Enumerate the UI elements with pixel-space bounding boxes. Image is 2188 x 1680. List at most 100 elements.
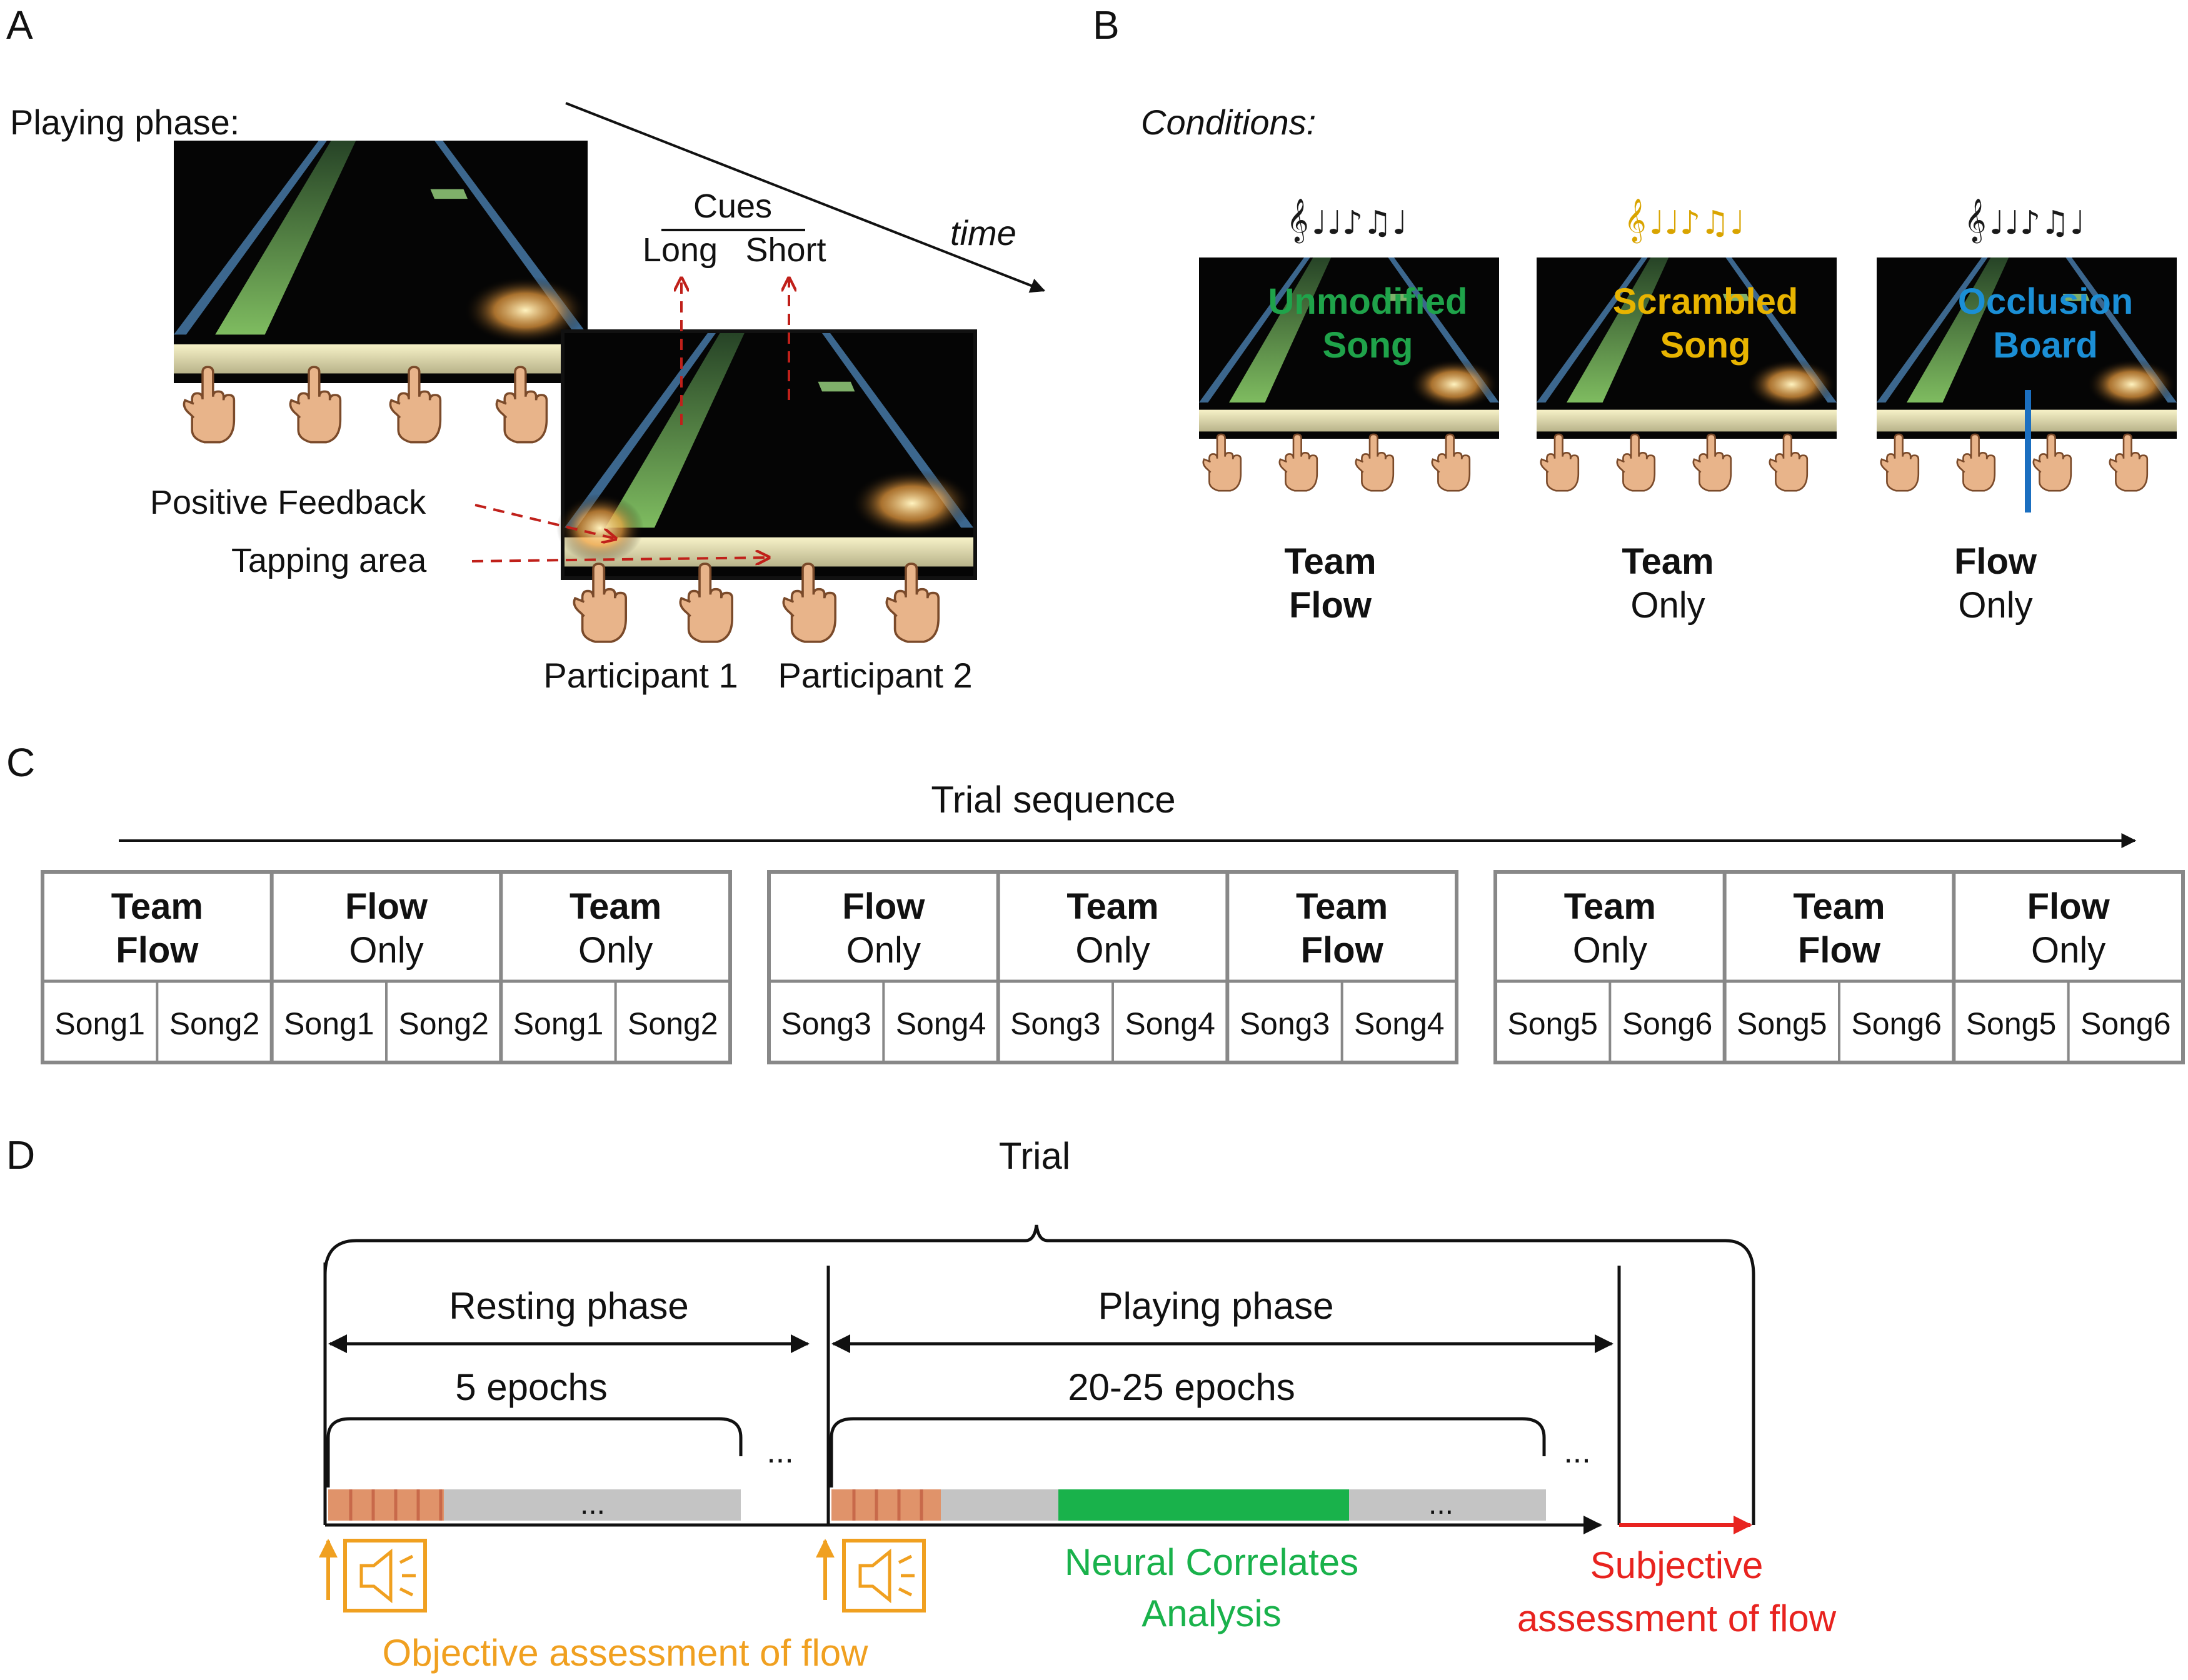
song-cell: Song2 — [398, 1006, 489, 1041]
song-cell: Song4 — [1354, 1006, 1445, 1041]
trial-brace — [323, 1224, 1755, 1525]
positive-feedback-label: Positive Feedback — [150, 484, 426, 521]
sequence-condition-line1: Team — [1296, 886, 1388, 927]
rest-ellipsis: ... — [766, 1434, 793, 1470]
condition-name-line1: Team — [1284, 541, 1376, 582]
panel-label-d: D — [6, 1132, 35, 1178]
song-cell: Song1 — [54, 1006, 145, 1041]
participant-1-label: Participant 1 — [543, 656, 738, 695]
game-screen-1 — [174, 141, 588, 444]
neural-correlates-window — [1058, 1489, 1349, 1521]
rest-trigger — [319, 1539, 427, 1612]
condition-overlay-line1: Occlusion — [1958, 281, 2133, 322]
song-cell: Song4 — [896, 1006, 986, 1041]
song-cell: Song3 — [781, 1006, 871, 1041]
tapping-area-arrow — [471, 558, 769, 561]
song-cell: Song1 — [513, 1006, 604, 1041]
sequence-condition-line2: Flow — [1301, 930, 1384, 971]
panel-label-b: B — [1093, 2, 1120, 48]
neural-correlates-label: Neural Correlates — [1065, 1541, 1358, 1583]
rest-bar-ellipsis: ... — [580, 1488, 605, 1521]
sequence-condition-line2: Only — [1075, 930, 1150, 971]
participant-2-label: Participant 2 — [778, 656, 972, 695]
playing-phase-label-d: Playing phase — [1098, 1285, 1334, 1327]
play-epochs-label: 20-25 epochs — [1068, 1366, 1295, 1408]
condition-overlay-line2: Song — [1660, 325, 1751, 366]
song-cell: Song6 — [2080, 1006, 2171, 1041]
song-cell: Song6 — [1851, 1006, 1942, 1041]
song-cell: Song5 — [1507, 1006, 1598, 1041]
condition-overlay-line1: Scrambled — [1613, 281, 1799, 322]
time-arrow — [565, 102, 1046, 293]
sequence-condition-line1: Flow — [345, 886, 428, 927]
resting-phase-label: Resting phase — [449, 1285, 689, 1327]
sequence-condition-line2: Flow — [116, 930, 199, 971]
subjective-assessment-label: assessment of flow — [1517, 1598, 1837, 1639]
condition-name-line1: Flow — [1954, 541, 2037, 582]
sequence-condition-line2: Only — [578, 930, 653, 971]
cues-label: Cues — [693, 188, 772, 225]
condition-overlay-line2: Song — [1323, 325, 1413, 366]
play-ellipsis: ... — [1563, 1434, 1590, 1470]
rest-epochs-label: 5 epochs — [455, 1366, 608, 1408]
song-cell: Song2 — [169, 1006, 260, 1041]
condition-name-line1: Team — [1622, 541, 1714, 582]
tapping-area-label: Tapping area — [231, 542, 427, 579]
rest-epoch-bar: ... — [328, 1488, 741, 1521]
panel-label-c: C — [6, 740, 35, 785]
play-bar-ellipsis: ... — [1428, 1488, 1453, 1521]
condition-overlay-line1: Unmodified — [1268, 281, 1468, 322]
condition-name-line2: Only — [1630, 585, 1705, 626]
condition-name-line2: Flow — [1289, 585, 1372, 626]
conditions-label: Conditions: — [1141, 102, 1316, 142]
condition-overlay-line2: Board — [1993, 325, 2098, 366]
song-cell: Song3 — [1010, 1006, 1101, 1041]
song-cell: Song4 — [1125, 1006, 1215, 1041]
cue-short-label: Short — [745, 231, 826, 269]
sequence-condition-line2: Only — [846, 930, 921, 971]
trial-label: Trial — [999, 1135, 1070, 1177]
objective-assessment-label: Objective assessment of flow — [383, 1632, 869, 1674]
neural-analysis-label: Analysis — [1142, 1592, 1281, 1634]
music-notes-icon — [1287, 198, 1408, 243]
positive-feedback-arrow — [474, 504, 616, 539]
sequence-condition-line2: Only — [2031, 930, 2105, 971]
music-notes-icon — [1624, 198, 1745, 243]
sequence-condition-line1: Team — [570, 886, 661, 927]
panel-label-a: A — [6, 2, 33, 48]
play-epochs-brace — [830, 1417, 1546, 1488]
sequence-condition-line1: Flow — [842, 886, 925, 927]
sequence-condition-line1: Team — [1564, 886, 1656, 927]
speaker-icon — [343, 1539, 427, 1612]
song-cell: Song3 — [1240, 1006, 1330, 1041]
sequence-condition-line1: Team — [111, 886, 203, 927]
speaker-icon — [842, 1539, 926, 1612]
sequence-condition-line2: Only — [1573, 930, 1647, 971]
play-trigger — [816, 1539, 926, 1612]
song-cell: Song5 — [1737, 1006, 1827, 1041]
sequence-condition-line1: Flow — [2027, 886, 2110, 927]
subjective-label: Subjective — [1590, 1544, 1764, 1586]
trial-sequence-title: Trial sequence — [931, 779, 1175, 821]
rest-epochs-brace — [326, 1417, 743, 1488]
cue-long-label: Long — [643, 231, 718, 269]
sequence-condition-line2: Only — [349, 930, 423, 971]
song-cell: Song2 — [628, 1006, 718, 1041]
playing-phase-label: Playing phase: — [10, 102, 239, 142]
play-epoch-bar: ... — [831, 1488, 1546, 1521]
song-cell: Song1 — [284, 1006, 374, 1041]
